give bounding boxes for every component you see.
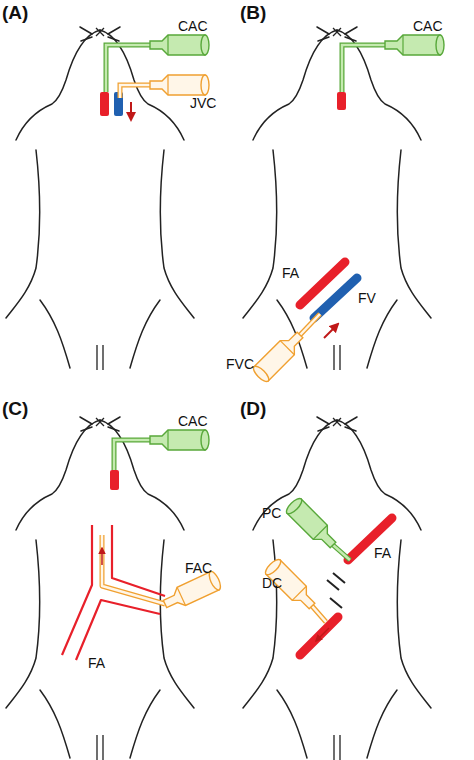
vessel-label: FA [88,655,105,671]
panel-letter: (A) [2,2,28,24]
vessel-label: FV [358,290,376,306]
panel-letter: (C) [2,398,28,420]
catheter-label: FVC [226,356,254,372]
vessel-label: FA [374,545,391,561]
catheter-label: FAC [185,560,212,576]
vessel-label: FA [282,265,299,281]
catheter-label: PC [262,505,281,521]
catheter-label: CAC [178,413,208,429]
catheter-label: JVC [190,95,216,111]
panel-letter: (B) [240,2,266,24]
catheter-label: DC [262,575,282,591]
panel-letter: (D) [240,398,266,420]
catheter-label: CAC [413,18,443,34]
catheter-label: CAC [178,18,208,34]
